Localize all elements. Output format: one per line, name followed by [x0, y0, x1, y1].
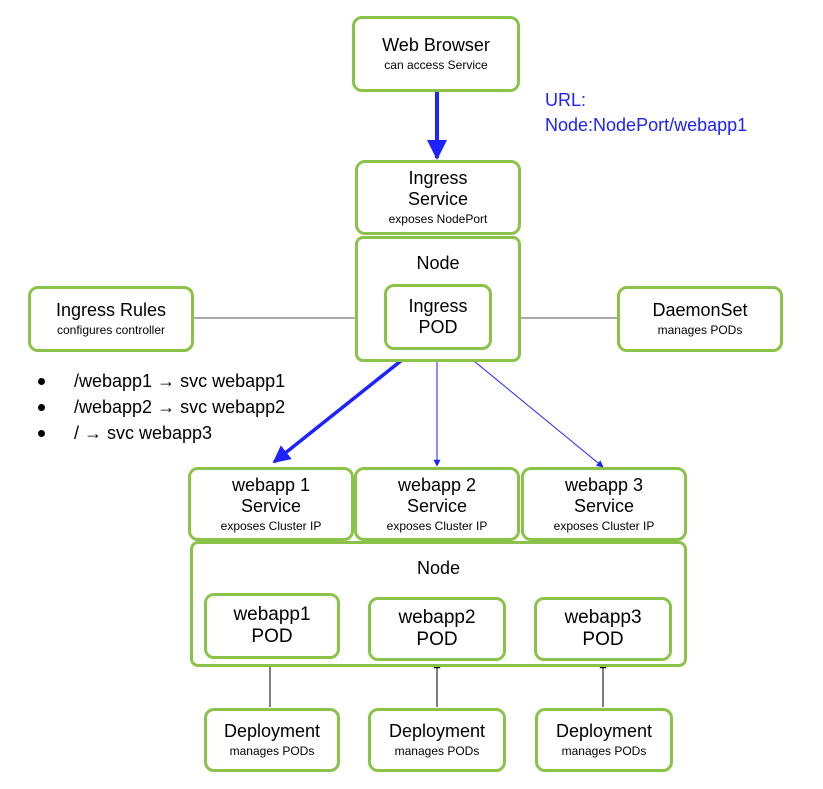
- webapp3-service-line2: Service: [573, 495, 635, 516]
- webapp2-service-line2: Service: [406, 495, 468, 516]
- webapp3-pod-line2: POD: [582, 629, 624, 650]
- web-browser-subtitle: can access Service: [384, 58, 488, 72]
- bullet-icon: [38, 404, 45, 411]
- daemonset-subtitle: manages PODs: [657, 323, 743, 337]
- rule-item: / → svc webapp3: [38, 420, 285, 446]
- ingress-service-subtitle: exposes NodePort: [388, 212, 488, 226]
- webapp3-service-subtitle: exposes Cluster IP: [553, 518, 655, 533]
- webapp2-service-line1: webapp 2: [397, 474, 477, 495]
- deployment1-subtitle: manages PODs: [229, 744, 315, 758]
- webapp1-service-line1: webapp 1: [231, 474, 311, 495]
- rule-item: /webapp2 → svc webapp2: [38, 394, 285, 420]
- deployment1-title: Deployment: [223, 721, 321, 741]
- deployment2-title: Deployment: [388, 721, 486, 741]
- webapp1-service-box: webapp 1 Service exposes Cluster IP: [188, 467, 354, 541]
- url-note-line2: Node:NodePort/webapp1: [545, 115, 748, 135]
- ingress-rules-box: Ingress Rules configures controller: [28, 286, 194, 352]
- webapp1-service-subtitle: exposes Cluster IP: [220, 518, 322, 533]
- webapp3-service-box: webapp 3 Service exposes Cluster IP: [521, 467, 687, 541]
- ingress-pod-line2: POD: [418, 317, 458, 337]
- daemonset-box: DaemonSet manages PODs: [617, 286, 783, 352]
- arrow-ingress-to-webapp3-service: [462, 351, 604, 468]
- rule-item: /webapp1 → svc webapp1: [38, 368, 285, 394]
- ingress-pod-box: Ingress POD: [384, 284, 492, 350]
- arrow-ingress-to-webapp1-service: [272, 350, 414, 464]
- top-node-label: Node: [416, 253, 460, 273]
- ingress-rules-title: Ingress Rules: [55, 300, 167, 320]
- webapp1-pod-box: webapp1 POD: [204, 593, 340, 659]
- webapp2-pod-box: webapp2 POD: [368, 597, 506, 661]
- deployment2-subtitle: manages PODs: [394, 744, 480, 758]
- bullet-icon: [38, 430, 45, 437]
- ingress-pod-line1: Ingress: [408, 296, 468, 316]
- web-browser-title: Web Browser: [382, 35, 490, 55]
- webapp2-service-subtitle: exposes Cluster IP: [386, 518, 488, 533]
- deployment1-box: Deployment manages PODs: [204, 708, 340, 772]
- webapp1-pod-line1: webapp1: [233, 604, 311, 625]
- webapp2-service-box: webapp 2 Service exposes Cluster IP: [354, 467, 520, 541]
- rule-text: /webapp1 → svc webapp1: [74, 371, 286, 391]
- deployment2-box: Deployment manages PODs: [368, 708, 506, 772]
- deployment3-subtitle: manages PODs: [561, 744, 647, 758]
- web-browser-box: Web Browser can access Service: [352, 16, 520, 92]
- webapp3-pod-line1: webapp3: [564, 607, 642, 628]
- url-note: URL: Node:NodePort/webapp1: [545, 88, 747, 138]
- deployment3-title: Deployment: [555, 721, 653, 741]
- webapp3-service-line1: webapp 3: [564, 474, 644, 495]
- ingress-service-line1: Ingress: [408, 168, 468, 188]
- bullet-icon: [38, 378, 45, 385]
- rule-text: /webapp2 → svc webapp2: [74, 397, 286, 417]
- webapp1-pod-line2: POD: [251, 626, 293, 647]
- webapp1-service-line2: Service: [240, 495, 302, 516]
- deployment3-box: Deployment manages PODs: [535, 708, 673, 772]
- ingress-service-line2: Service: [407, 189, 469, 209]
- ingress-service-box: Ingress Service exposes NodePort: [355, 160, 521, 235]
- url-note-line1: URL:: [545, 90, 587, 110]
- webapp3-pod-box: webapp3 POD: [534, 597, 672, 661]
- webapp2-pod-line2: POD: [416, 629, 458, 650]
- daemonset-title: DaemonSet: [652, 300, 748, 320]
- bottom-node-label: Node: [416, 558, 461, 578]
- ingress-rules-list: /webapp1 → svc webapp1 /webapp2 → svc we…: [38, 368, 285, 446]
- rule-text: / → svc webapp3: [74, 423, 213, 443]
- ingress-rules-subtitle: configures controller: [56, 323, 166, 337]
- webapp2-pod-line1: webapp2: [398, 607, 476, 628]
